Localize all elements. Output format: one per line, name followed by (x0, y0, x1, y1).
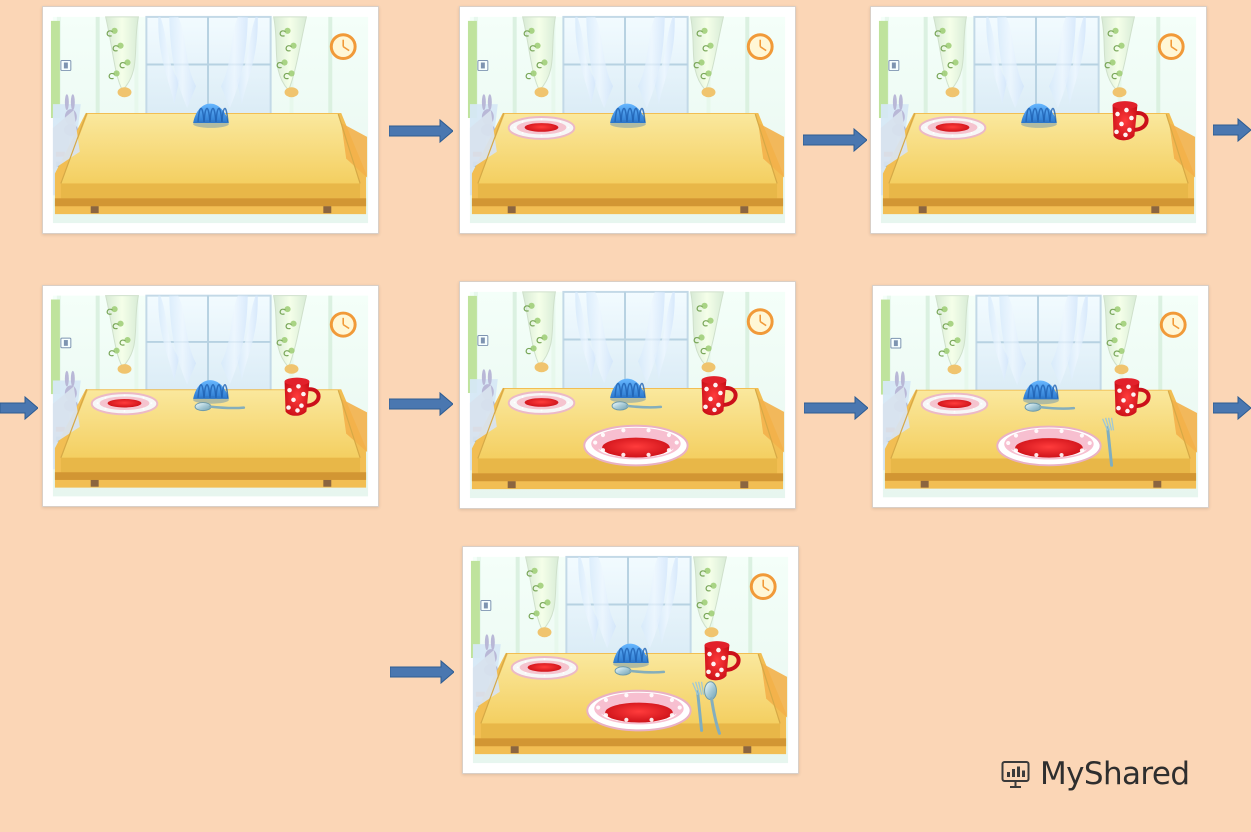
step-3-card (870, 6, 1207, 234)
step-5-illustration (460, 282, 795, 508)
arrow-step-2-to-3 (803, 127, 867, 153)
arrow-step-4-to-5 (389, 391, 453, 417)
step-6-illustration (873, 286, 1208, 507)
arrow-right-icon (1213, 395, 1251, 421)
presentation-chart-icon (999, 758, 1032, 791)
step-3-illustration (871, 7, 1206, 233)
arrow-right-icon (1213, 117, 1251, 143)
arrow-step-6-to-7 (390, 659, 454, 685)
arrow-step-6-right-edge (1213, 395, 1251, 421)
step-4-card (42, 285, 379, 507)
step-2-illustration (460, 7, 795, 233)
step-7-illustration (463, 547, 798, 773)
small-plate (512, 657, 578, 679)
arrow-step-1-to-2 (389, 118, 453, 144)
arrow-right-icon (803, 127, 867, 153)
soup-bowl (997, 427, 1100, 466)
step-5-card (459, 281, 796, 509)
step-1-card (42, 6, 379, 234)
arrow-right-icon (0, 395, 38, 421)
arrow-step-5-to-6 (804, 395, 868, 421)
soup-bowl (584, 426, 687, 466)
small-plate (509, 117, 575, 139)
step-4-illustration (43, 286, 378, 506)
small-plate (920, 117, 986, 139)
soup-bowl (587, 691, 690, 731)
small-plate (922, 394, 988, 415)
arrow-right-icon (389, 118, 453, 144)
kitchen-background (468, 17, 785, 223)
arrow-right-icon (389, 391, 453, 417)
arrow-right-icon (804, 395, 868, 421)
step-7-card (462, 546, 799, 774)
step-1-illustration (43, 7, 378, 233)
brand-watermark: MyShared (999, 752, 1209, 796)
small-plate (92, 393, 158, 414)
step-6-card (872, 285, 1209, 508)
arrow-step-3-right-edge (1213, 117, 1251, 143)
kitchen-background (51, 17, 368, 223)
brand-name: MyShared (1040, 756, 1189, 792)
arrow-step-left-edge (0, 395, 38, 421)
small-plate (509, 392, 575, 414)
step-2-card (459, 6, 796, 234)
arrow-right-icon (390, 659, 454, 685)
